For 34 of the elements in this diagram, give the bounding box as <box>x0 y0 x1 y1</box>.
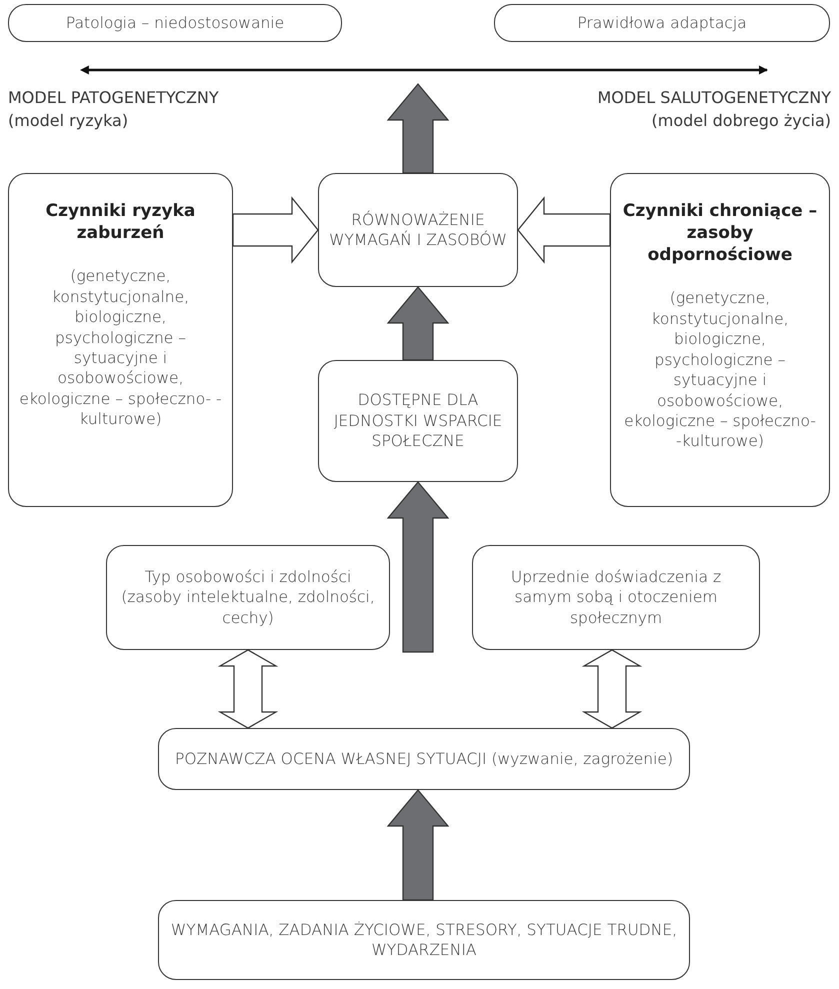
box-text: (genetyczne, konstytucjonalne, biologiczne, psychologiczne – sytuacyjne i osobowościowe, ekologiczne – społeczno- -kulturowe) <box>623 288 817 452</box>
central-box <box>318 173 518 287</box>
model-subtitle: (model dobrego życia) <box>651 111 831 130</box>
box-text: Prawidłowa adaptacja <box>577 12 747 34</box>
box-text: (genetyczne, konstytucjonalne, biologiczne, psychologiczne – sytuacyjne i osobowościowe, ekologiczne – społeczno- -kulturowe) <box>18 266 223 430</box>
box-text: WYMAGANIA, ZADANIA ŻYCIOWE, STRESORY, SYTUACJE TRUDNE, WYDARZENIA <box>170 920 678 960</box>
box-heading: Czynniki ryzyka zaburzeń <box>44 200 196 244</box>
block-arrow <box>386 789 450 901</box>
block-arrow <box>218 649 278 729</box>
block-arrow <box>386 481 450 653</box>
box-text: POZNAWCZA OCENA WŁASNEJ SYTUACJI (wyzwanie, zagrożenie) <box>174 748 674 770</box>
outcome-box <box>8 4 342 42</box>
factor-box <box>8 173 233 507</box>
box-text: Uprzednie doświadczenia z samym sobą i otoczeniem społecznym <box>510 566 722 628</box>
stressor-box <box>158 900 690 980</box>
factor-box <box>610 173 830 507</box>
block-arrow <box>386 286 450 361</box>
box-text: RÓWNOWAŻENIE WYMAGAŃ I ZASOBÓW <box>328 210 508 250</box>
outcome-box <box>494 4 830 42</box>
box-text: DOSTĘPNE DLA JEDNOSTKI WSPARCIE SPOŁECZNE <box>332 390 504 452</box>
support-box <box>318 360 518 482</box>
resource-box <box>472 545 760 650</box>
block-arrow <box>386 83 450 174</box>
model-subtitle: (model ryzyka) <box>8 111 128 130</box>
box-text: Typ osobowości i zdolności (zasoby intelektualne, zdolności, cechy) <box>120 566 376 628</box>
model-label: MODEL SALUTOGENETYCZNY <box>597 88 831 107</box>
appraisal-box <box>158 728 690 790</box>
resource-box <box>106 545 390 650</box>
block-arrow <box>517 196 611 264</box>
block-arrow <box>582 649 642 729</box>
box-text: Patologia – niedostosowanie <box>66 12 284 34</box>
box-heading: Czynniki chroniące – zasoby odpornościowe <box>622 200 818 266</box>
model-label: MODEL PATOGENETYCZNY <box>8 88 219 107</box>
block-arrow <box>232 196 319 264</box>
